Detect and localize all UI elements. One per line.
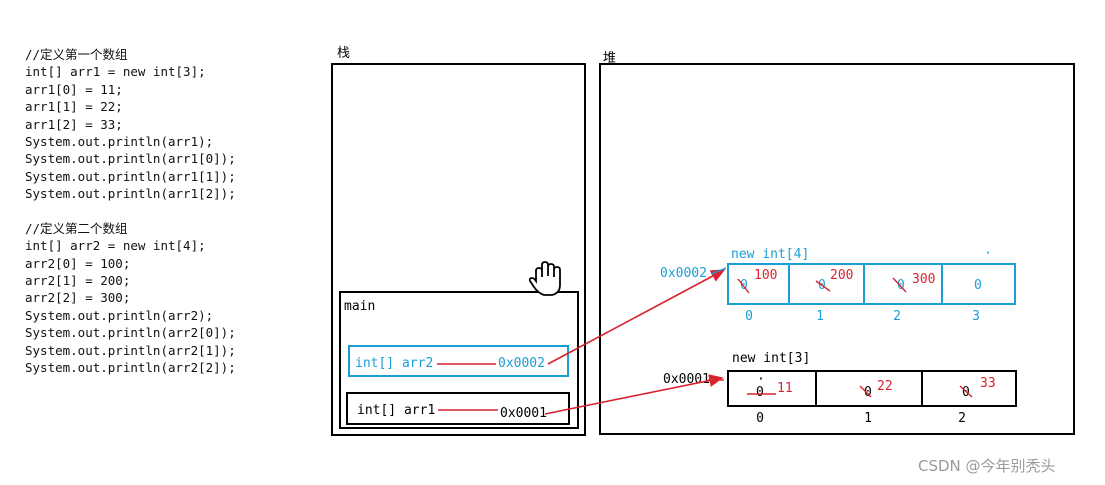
code-line: System.out.println(arr2[2]); [25,360,236,376]
code-line: arr2[0] = 100; [25,255,131,271]
array3-initial-2: 0 [962,385,970,400]
array3-index-1: 1 [864,411,872,426]
array4-assigned-0: 100 [754,268,778,283]
array4-initial-3: 0 [974,278,982,293]
code-listing: //定义第一个数组 int[] arr1 = new int[3];arr1[0]… [25,46,236,376]
watermark: CSDN @今年别秃头 [918,457,1056,475]
code-line: System.out.println(arr1[2]); [25,186,236,202]
array4-box [727,263,1016,305]
arr1-variable-address: 0x0001 [500,406,547,421]
code-line: arr1[0] = 11; [25,81,123,97]
array4-assigned-2: 300 [912,272,936,287]
array3-assigned-2: 33 [980,376,996,391]
code-line: System.out.println(arr1); [25,133,214,149]
array3-cell [815,372,921,405]
array4-index-1: 1 [816,309,824,324]
arr2-variable-box [348,345,569,377]
code-line: int[] arr2 = new int[4]; [25,238,206,254]
array3-cell [921,372,1017,405]
arr2-variable-address: 0x0002 [498,356,545,371]
code-line: arr1[2] = 33; [25,116,123,132]
array3-index-2: 2 [958,411,966,426]
code-line: System.out.println(arr2[0]); [25,325,236,341]
arr2-variable-name: int[] arr2 [355,356,434,371]
array4-cell [788,265,863,303]
array4-label: new int[4] [731,247,810,262]
code-line: System.out.println(arr2[1]); [25,342,236,358]
heap-area [599,63,1075,435]
heap-title: 堆 [603,51,617,66]
array4-cell [863,265,941,303]
strike-mark [859,385,872,398]
array3-box [727,370,1017,407]
code-line: arr2[2] = 300; [25,290,131,306]
array4-index-0: 0 [745,309,753,324]
dot-mark: · [984,246,992,261]
array4-cell [941,265,1016,303]
strike-mark [737,278,750,294]
array4-index-2: 2 [893,309,901,324]
array3-assigned-1: 22 [877,379,893,394]
arr1-variable-name: int[] arr1 [357,403,436,418]
strike-mark [959,385,973,398]
stack-title: 栈 [337,46,351,61]
code-line: arr2[1] = 200; [25,273,131,289]
array4-assigned-1: 200 [830,268,854,283]
main-frame [339,291,579,429]
code-line: //定义第一个数组 [25,47,128,62]
code-line: int[] arr1 = new int[3]; [25,64,206,80]
array3-initial-1: 0 [864,385,872,400]
array4-index-3: 3 [972,309,980,324]
code-line: System.out.println(arr2); [25,307,214,323]
array3-initial-0: 0 [756,385,764,400]
arr2-reference-arrow [547,269,726,365]
arr1-reference-arrow [544,374,724,415]
hand-pointer-icon [528,261,561,296]
main-frame-label: main [344,299,376,314]
stack-area [331,63,586,436]
code-line: System.out.println(arr1[1]); [25,168,236,184]
strike-mark [815,280,831,292]
array4-address: 0x0002 [660,266,707,281]
array3-index-0: 0 [756,411,764,426]
dot-mark: · [757,372,765,387]
array4-address-tick [710,267,727,275]
strike-mark [892,277,907,293]
code-line: arr1[1] = 22; [25,99,123,115]
code-line: //定义第二个数组 [25,220,128,236]
code-line: System.out.println(arr1[0]); [25,151,236,167]
array3-assigned-0: 11 [777,381,793,396]
array3-label: new int[3] [732,351,811,366]
